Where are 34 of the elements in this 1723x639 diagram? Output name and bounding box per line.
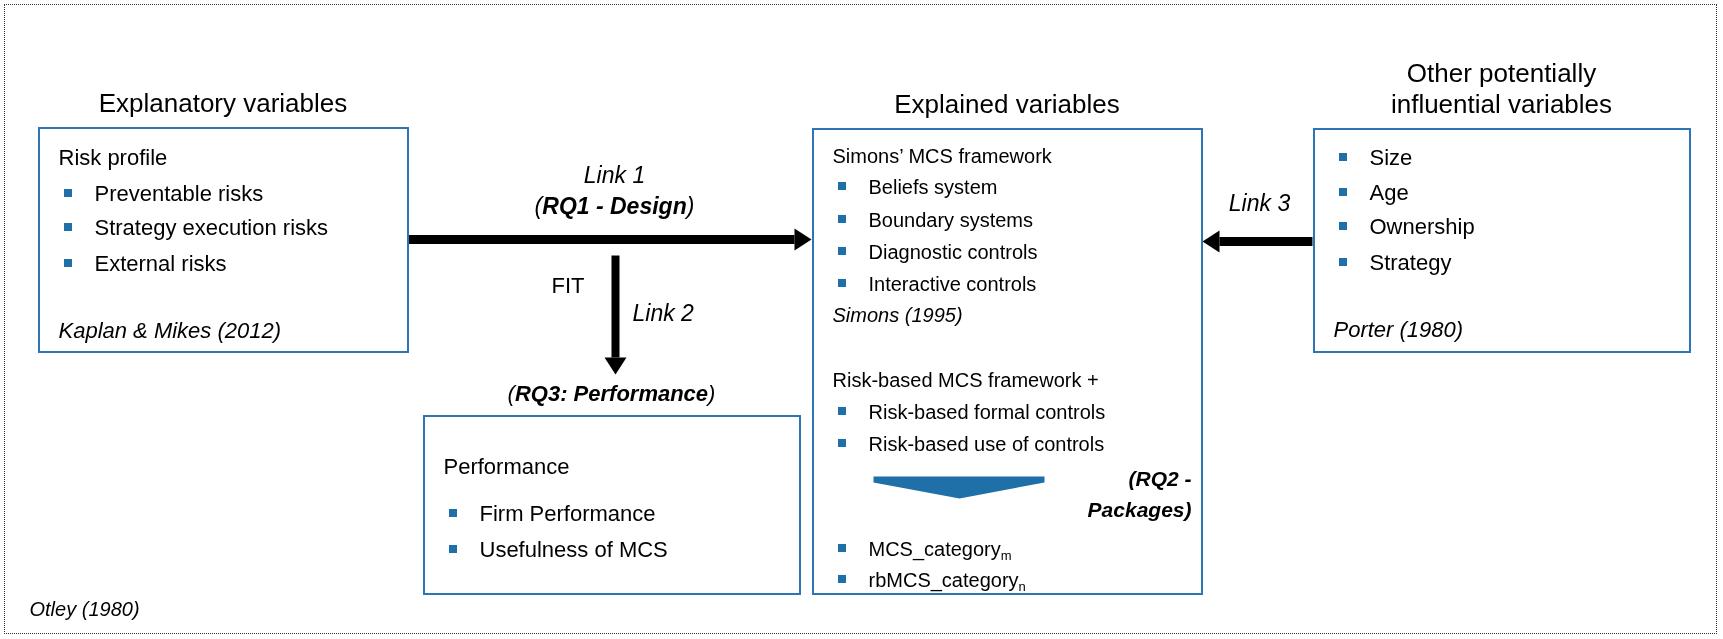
list-item: Firm Performance bbox=[479, 500, 656, 527]
list-item: Age bbox=[1369, 179, 1409, 206]
section-title: Risk-based MCS framework + bbox=[832, 367, 1099, 393]
list-item: Strategy execution risks bbox=[94, 214, 329, 241]
column-heading: Explained variables bbox=[893, 88, 1121, 120]
list-item: Preventable risks bbox=[94, 180, 264, 207]
list-item: Usefulness of MCS bbox=[479, 536, 668, 563]
citation-text: Kaplan & Mikes (2012) bbox=[58, 317, 282, 344]
arrow bbox=[408, 228, 812, 251]
list-item: Beliefs system bbox=[868, 174, 998, 200]
list-item: Size bbox=[1369, 144, 1413, 171]
list-item: MCS_category$_{m}$ bbox=[868, 536, 1012, 565]
arrow bbox=[1202, 230, 1313, 253]
citation-text: Porter (1980) bbox=[1333, 316, 1464, 343]
dotted-frame bbox=[4, 4, 1717, 634]
citation-text: Otley (1980) bbox=[29, 596, 140, 622]
column-heading: Other potentially influential variables bbox=[1389, 57, 1614, 120]
question-label: (RQ2 - Packages) bbox=[1086, 465, 1192, 523]
list-item: Strategy bbox=[1369, 249, 1452, 276]
list-item: External risks bbox=[94, 250, 227, 277]
section-title: Simons’ MCS framework bbox=[832, 143, 1052, 169]
list-item: Interactive controls bbox=[868, 271, 1037, 297]
list-item: Ownership bbox=[1369, 213, 1475, 240]
list-item: rbMCS_category$_{n}$ bbox=[868, 567, 1026, 596]
column-heading: Explanatory variables bbox=[97, 87, 349, 119]
list-item: Boundary systems bbox=[868, 207, 1033, 233]
section-title: Risk profile bbox=[58, 144, 168, 171]
column-heading: (RQ3: Performance) bbox=[506, 380, 717, 407]
citation-text: Simons (1995) bbox=[832, 302, 963, 328]
list-item: Risk-based use of controls bbox=[868, 431, 1105, 457]
annotation-text: FIT bbox=[551, 271, 585, 300]
list-item: Diagnostic controls bbox=[868, 239, 1038, 265]
section-title: Performance bbox=[443, 453, 570, 480]
list-item: Risk-based formal controls bbox=[868, 399, 1106, 425]
